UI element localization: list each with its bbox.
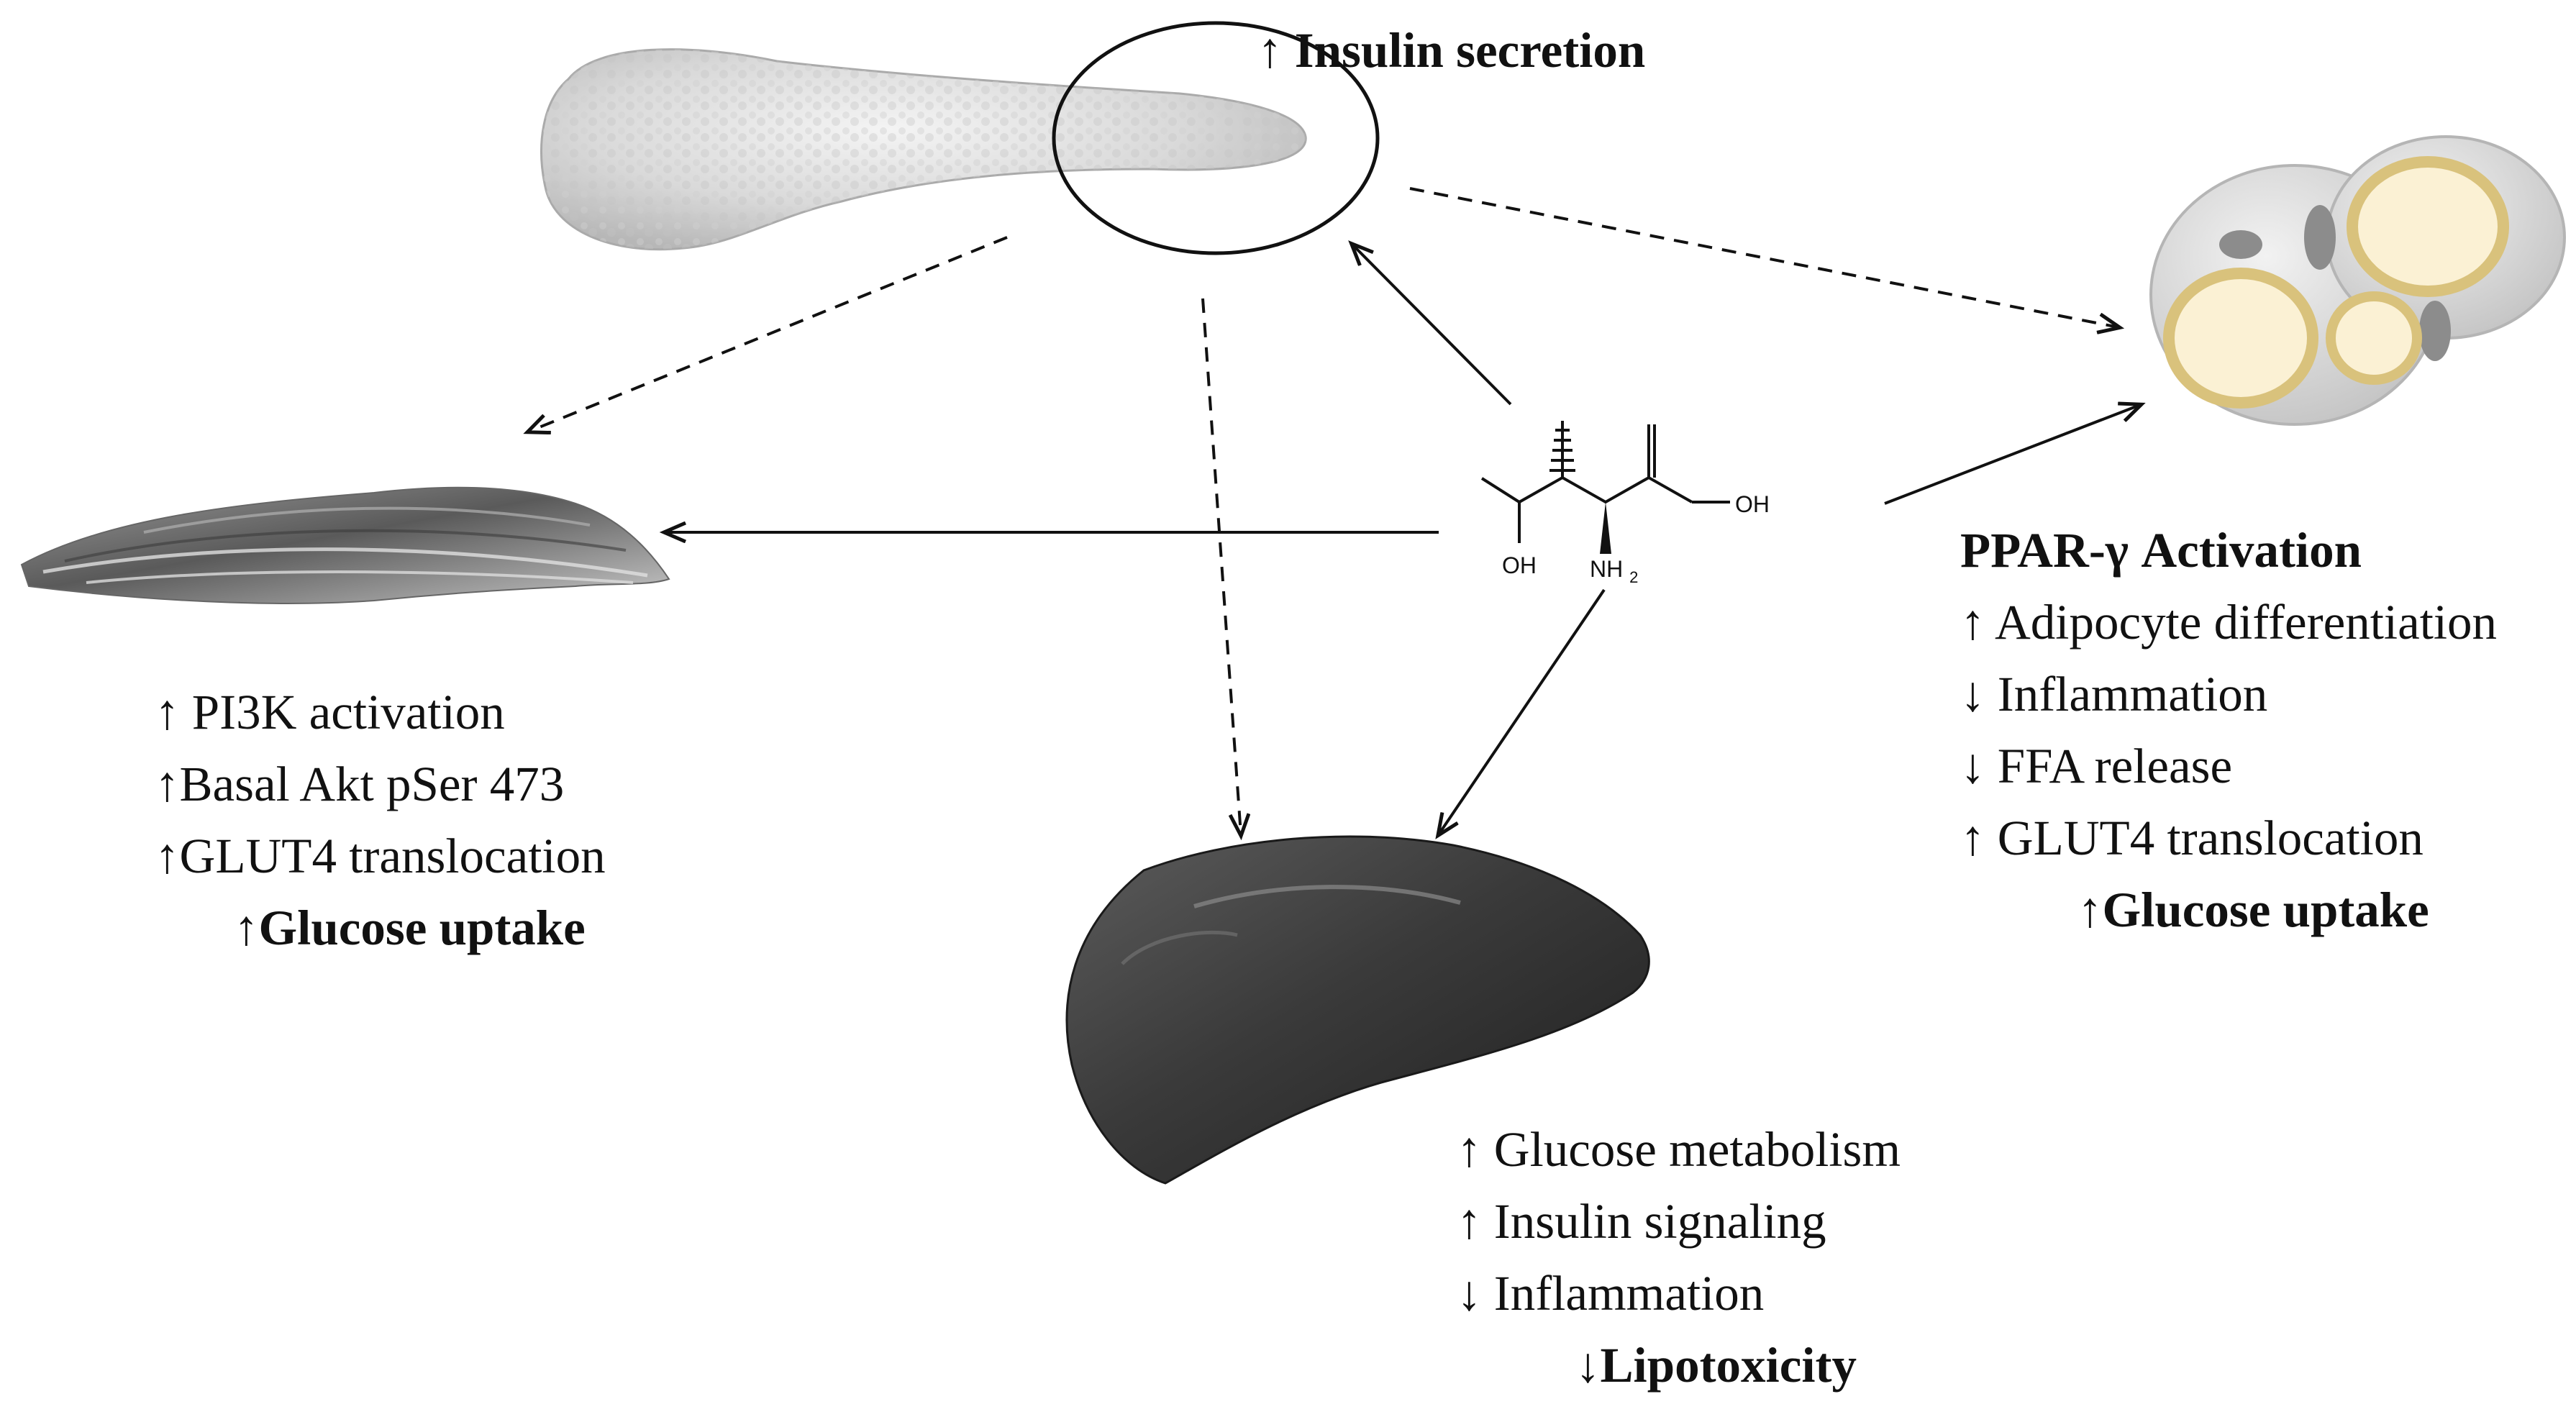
liver-lipotoxicity: ↓Lipotoxicity xyxy=(1575,1338,1857,1393)
adipose-effect-glut4: ↑ GLUT4 translocation xyxy=(1960,811,2423,865)
muscle-effect-pi3k: ↑ PI3K activation xyxy=(155,685,505,739)
adipose-glucose-uptake: ↑Glucose uptake xyxy=(2077,883,2429,937)
molecule-oh-hydroxyl-label: OH xyxy=(1502,552,1537,578)
liver-effect-glucose-metabolism: ↑ Glucose metabolism xyxy=(1457,1122,1901,1177)
adipose-effect-differentiation: ↑ Adipocyte differentiation xyxy=(1960,595,2498,650)
dashed-arrow-pancreas-to-adipose xyxy=(1409,187,2118,327)
dashed-arrow-pancreas-to-muscle xyxy=(529,236,1008,432)
muscle-illustration xyxy=(20,486,670,604)
liver-illustration xyxy=(1065,835,1650,1185)
molecule-oh-carboxyl-label: OH xyxy=(1735,491,1770,517)
molecule-structure xyxy=(1480,421,1730,543)
muscle-effect-glut4: ↑GLUT4 translocation xyxy=(155,829,606,883)
arrow-to-pancreas xyxy=(1352,245,1512,406)
arrow-to-liver xyxy=(1439,588,1606,834)
molecule-amine-subscript: 2 xyxy=(1629,568,1638,586)
molecule-amine-main: NH xyxy=(1590,556,1623,582)
arrow-to-adipose xyxy=(1884,405,2140,505)
pancreas-illustration xyxy=(540,48,1307,251)
adipose-effect-inflammation: ↓ Inflammation xyxy=(1960,667,2268,721)
dashed-arrow-pancreas-to-liver xyxy=(1201,298,1241,834)
adipose-effect-ffa-release: ↓ FFA release xyxy=(1960,739,2233,793)
muscle-glucose-uptake: ↑Glucose uptake xyxy=(234,901,586,955)
amine-wedge-bond xyxy=(1600,502,1611,554)
liver-effect-insulin-signaling: ↑ Insulin signaling xyxy=(1457,1194,1826,1249)
adipocyte-illustration xyxy=(2149,135,2566,426)
liver-effect-inflammation: ↓ Inflammation xyxy=(1457,1266,1765,1321)
islet-circle xyxy=(1052,21,1380,255)
molecule-amine-label: NH 2 xyxy=(1590,556,1638,586)
insulin-secretion-label: ↑ Insulin secretion xyxy=(1257,23,1646,78)
ppar-gamma-heading: PPAR-γ Activation xyxy=(1960,523,2362,578)
muscle-effect-akt: ↑Basal Akt pSer 473 xyxy=(155,757,565,811)
